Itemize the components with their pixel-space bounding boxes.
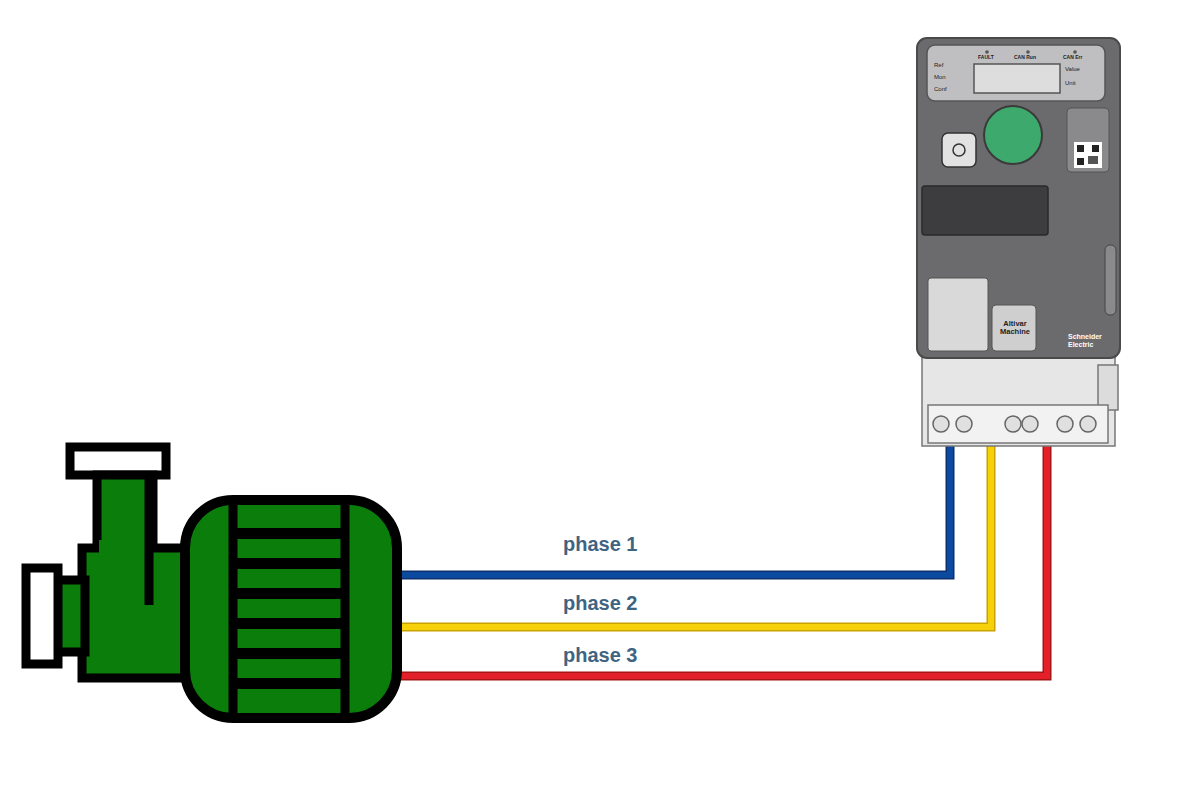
qr-code — [1077, 158, 1084, 165]
qr-code — [1074, 142, 1102, 168]
menu-label: Ref — [934, 62, 943, 69]
drive-body — [917, 38, 1120, 358]
inlet-flange — [26, 568, 58, 664]
esc-button — [942, 133, 976, 167]
comm-slot — [922, 186, 1048, 235]
drive-symbol — [917, 38, 1120, 446]
motor-fin — [233, 588, 345, 599]
terminal — [1057, 416, 1073, 432]
led-label: FAULT — [978, 55, 994, 61]
terminal — [933, 416, 949, 432]
label-plate — [928, 278, 988, 351]
terminal-strip — [928, 405, 1108, 443]
side-latch — [1105, 245, 1116, 315]
pump-line — [145, 478, 154, 605]
wire-outline — [398, 362, 991, 627]
display-label: Unit — [1065, 80, 1076, 87]
motor-body — [185, 500, 397, 718]
menu-label: Mon — [934, 74, 946, 81]
motor-fin — [233, 558, 345, 569]
terminal — [1080, 416, 1096, 432]
status-led — [1026, 50, 1030, 54]
led-label: CAN Run — [1014, 55, 1036, 61]
status-led — [1073, 50, 1077, 54]
display-panel — [927, 45, 1105, 101]
maker-name: Schneider Electric — [1068, 333, 1114, 348]
esc-icon — [953, 144, 965, 156]
motor-fin — [233, 528, 345, 539]
motor-fin — [233, 648, 345, 659]
brand-name: Altivar Machine — [994, 320, 1036, 337]
display-label: Value — [1065, 66, 1080, 73]
brand-badge — [992, 305, 1036, 351]
terminal — [1005, 416, 1021, 432]
wire-label: phase 1 — [563, 533, 637, 555]
status-led — [985, 50, 989, 54]
display-screen — [974, 64, 1060, 93]
jog-dial — [984, 106, 1042, 164]
qr-code — [1088, 156, 1098, 164]
qr-code — [1077, 145, 1084, 152]
wire-outline — [398, 362, 950, 575]
led-label: CAN Err — [1063, 55, 1082, 61]
motor-fin — [233, 678, 345, 689]
drive-clip — [1098, 365, 1118, 410]
qr-plate — [1067, 108, 1109, 172]
phase-wire — [398, 362, 991, 627]
pump-symbol — [26, 447, 397, 718]
menu-label: Conf — [934, 86, 947, 93]
pump-casing — [82, 548, 188, 678]
qr-code — [1092, 145, 1099, 152]
terminal — [1022, 416, 1038, 432]
wire-label: phase 3 — [563, 644, 637, 666]
drive-base — [922, 350, 1115, 446]
motor-fin — [233, 618, 345, 629]
pump-joint — [99, 540, 151, 556]
terminal — [956, 416, 972, 432]
phase-wire — [398, 362, 950, 575]
wire-label: phase 2 — [563, 592, 637, 614]
